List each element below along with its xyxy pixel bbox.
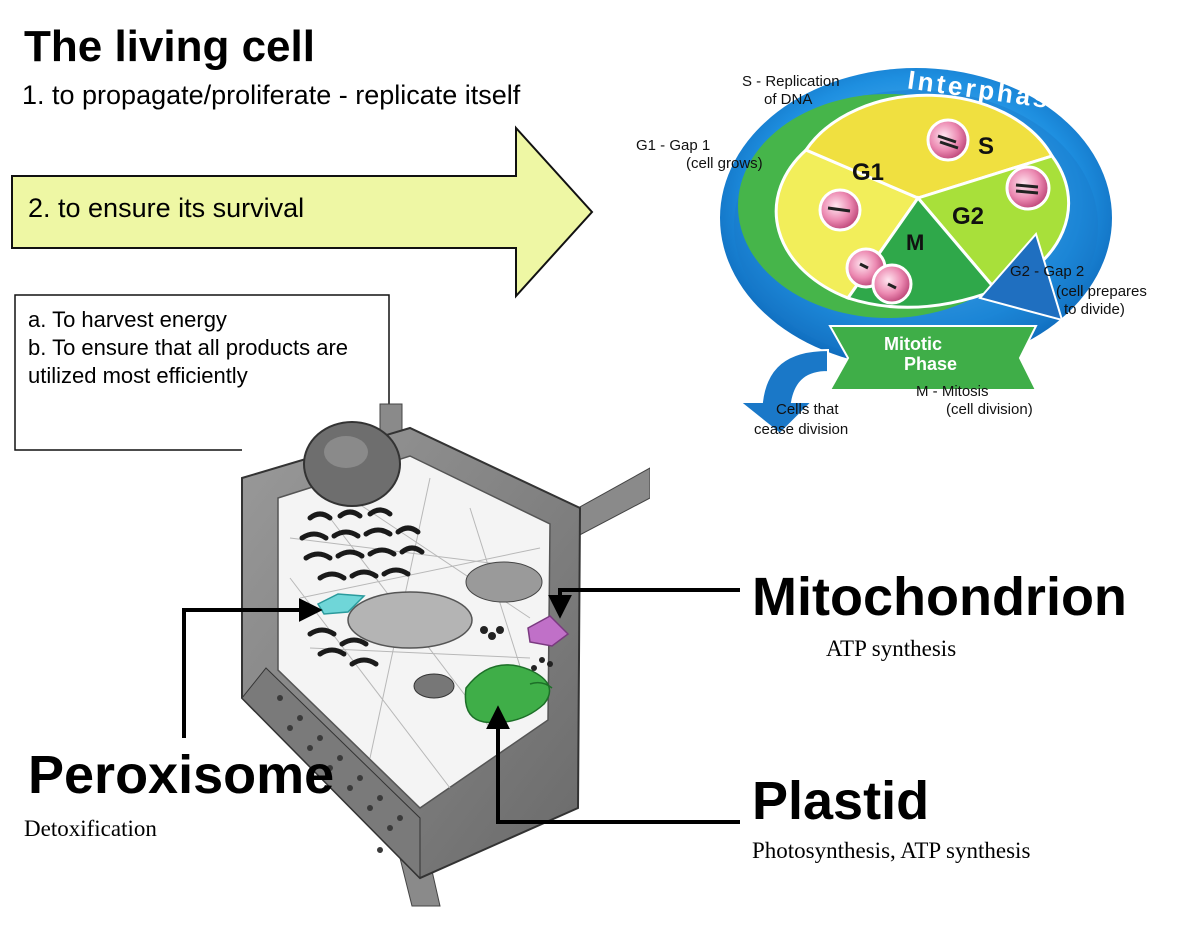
svg-text:of DNA: of DNA xyxy=(764,91,812,108)
peroxisome-organelle xyxy=(316,593,366,615)
m-phase-caption: M - Mitosis (cell division) xyxy=(916,383,1033,418)
phase-g1-label: G1 xyxy=(852,159,884,186)
endoplasmic-reticulum xyxy=(299,507,425,667)
organelle-grey-2 xyxy=(413,673,455,699)
subgoal-a: a. To harvest energy xyxy=(28,307,227,332)
s-phase-caption: S - Replication of DNA xyxy=(742,73,840,108)
svg-text:G2 - Gap 2: G2 - Gap 2 xyxy=(1010,263,1084,280)
peroxisome-function: Detoxification xyxy=(24,816,157,841)
plant-cell-illustration xyxy=(241,403,650,907)
subgoals-box xyxy=(14,294,390,451)
svg-text:to divide): to divide) xyxy=(1064,301,1125,318)
plastid-function: Photosynthesis, ATP synthesis xyxy=(752,838,1031,863)
svg-text:M - Mitosis: M - Mitosis xyxy=(916,383,989,400)
phase-m-label: M xyxy=(906,230,924,255)
vacuole xyxy=(347,591,473,649)
svg-text:Cells that: Cells that xyxy=(776,401,839,418)
mitotic-label-1: Mitotic xyxy=(884,334,942,354)
phase-g2-label: G2 xyxy=(952,203,984,230)
peroxisome-label: Peroxisome xyxy=(28,745,335,805)
svg-text:(cell division): (cell division) xyxy=(946,401,1033,418)
organelle-grey-1 xyxy=(465,561,543,603)
cell-cycle-diagram: G1 S G2 M Interphase Mitotic Phase S - R… xyxy=(636,64,1147,438)
page-title: The living cell xyxy=(24,22,315,71)
phase-s-label: S xyxy=(978,133,994,160)
subgoal-b: b. To ensure that all products are utili… xyxy=(28,335,349,388)
survival-arrow xyxy=(11,125,594,299)
subgoals-text: a. To harvest energy b. To ensure that a… xyxy=(28,306,378,390)
mitotic-phase-banner xyxy=(828,325,1038,391)
cycle-arrowhead xyxy=(978,231,1064,322)
g2-phase-caption: G2 - Gap 2 (cell prepares to divide) xyxy=(1010,263,1147,318)
chromosome-m xyxy=(845,247,913,305)
mitotic-label-2: Phase xyxy=(904,354,957,374)
plastid-label: Plastid xyxy=(752,771,930,831)
svg-text:S - Replication: S - Replication xyxy=(742,73,840,90)
mitochondrion-organelle xyxy=(527,615,570,647)
svg-text:G1 - Gap 1: G1 - Gap 1 xyxy=(636,137,710,154)
survival-arrow-shape xyxy=(11,125,594,299)
mitochondrion-label: Mitochondrion xyxy=(752,567,1127,627)
goal-propagate: 1. to propagate/proliferate - replicate … xyxy=(22,80,521,110)
svg-text:cease division: cease division xyxy=(754,421,848,438)
cease-division-arrow xyxy=(737,348,829,436)
g1-phase-caption: G1 - Gap 1 (cell grows) xyxy=(636,137,763,172)
mitochondrion-function: ATP synthesis xyxy=(826,636,957,661)
goal-survival: 2. to ensure its survival xyxy=(28,193,305,223)
svg-text:(cell grows): (cell grows) xyxy=(686,155,763,172)
chromosome-g1 xyxy=(818,188,862,232)
ribosomes xyxy=(480,626,553,671)
cease-division-caption: Cells that cease division xyxy=(754,401,848,438)
chromosome-g2 xyxy=(1005,165,1051,211)
chromosome-s xyxy=(926,118,970,162)
svg-text:(cell prepares: (cell prepares xyxy=(1056,283,1147,300)
